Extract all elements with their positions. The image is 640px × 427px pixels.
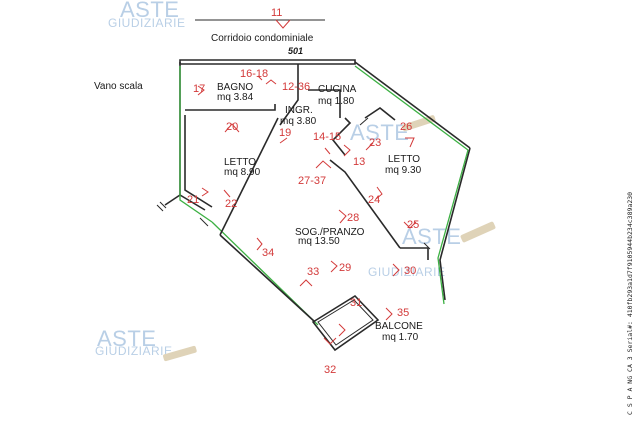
- room-area-soggiorno: mq 13.50: [298, 236, 340, 247]
- room-area-balcone: mq 1.70: [382, 332, 419, 343]
- corridor-marker-tick: [275, 19, 291, 29]
- marker-label: 17: [193, 83, 205, 95]
- room-area-letto-2: mq 9.30: [385, 165, 422, 176]
- marker-label: 14-15: [313, 131, 341, 143]
- marker-label: 27-37: [298, 175, 326, 187]
- marker-label: 33: [307, 266, 319, 278]
- marker-label: 19: [279, 127, 291, 139]
- marker-label: 13: [353, 156, 365, 168]
- room-area-ingresso: mq 3.80: [280, 116, 317, 127]
- marker-label: 20: [226, 121, 238, 133]
- room-area-cucina: mq 1.80: [318, 96, 355, 107]
- watermark-giudiziarie-top: GIUDIZIARIE: [108, 16, 186, 30]
- marker-label: 34: [262, 247, 274, 259]
- marker-label: 23: [369, 137, 381, 149]
- watermark-right: ASTE GIUDIZIARIE: [368, 221, 496, 279]
- marker-label: 29: [339, 262, 351, 274]
- gavel-icon: [163, 345, 197, 362]
- interior-walls: [184, 64, 429, 323]
- marker-label: 31: [350, 297, 362, 309]
- room-name-bagno: BAGNO: [217, 82, 253, 93]
- room-name-letto-2: LETTO: [388, 154, 420, 165]
- marker-label: 26: [400, 121, 412, 133]
- room-name-ingresso: INGR.: [285, 105, 313, 116]
- corridor-code: 501: [288, 46, 303, 56]
- watermark-aste-top: ASTE: [120, 0, 179, 22]
- balcony: [311, 294, 380, 352]
- watermark-top: ASTE GIUDIZIARIE: [108, 0, 186, 30]
- room-name-balcone: BALCONE: [375, 321, 423, 332]
- marker-label: 35: [397, 307, 409, 319]
- stair-label: Vano scala: [94, 81, 143, 92]
- watermark-giudiziarie-bottom: GIUDIZIARIE: [95, 344, 173, 358]
- marker-label: 24: [368, 194, 380, 206]
- marker-label: 16-18: [240, 68, 268, 80]
- room-area-letto-1: mq 8.90: [224, 167, 261, 178]
- room-area-bagno: mq 3.84: [217, 92, 254, 103]
- watermark-aste-right: ASTE: [402, 224, 461, 249]
- corridor-label: Corridoio condominiale: [211, 33, 314, 44]
- marker-label: 28: [347, 212, 359, 224]
- photo-markers: 16-18 12-36 17 20 19 14-15 23 26 13 27-3…: [187, 68, 419, 376]
- room-name-cucina: CUCINA: [318, 84, 357, 95]
- watermark-aste-bottom: ASTE: [97, 326, 156, 351]
- watermark-aste-mid: ASTE: [350, 120, 409, 145]
- marker-label: 12-36: [282, 81, 310, 93]
- door-symbols: [156, 117, 431, 250]
- marker-label: 21: [187, 194, 199, 206]
- marker-label: 32: [324, 364, 336, 376]
- watermark-bottom: ASTE GIUDIZIARIE: [95, 326, 197, 362]
- watermark-giudiziarie-right: GIUDIZIARIE: [368, 265, 446, 279]
- gavel-icon: [460, 221, 496, 243]
- room-name-letto-1: LETTO: [224, 157, 256, 168]
- room-name-soggiorno: SOG./PRANZO: [295, 227, 365, 238]
- side-serial-note: C S P A NG CA 3 Serial#: 410fb293a1d7f91…: [626, 191, 634, 415]
- corridor-number: 11: [271, 7, 282, 19]
- marker-label: 22: [225, 198, 237, 210]
- marker-label: 30: [404, 265, 416, 277]
